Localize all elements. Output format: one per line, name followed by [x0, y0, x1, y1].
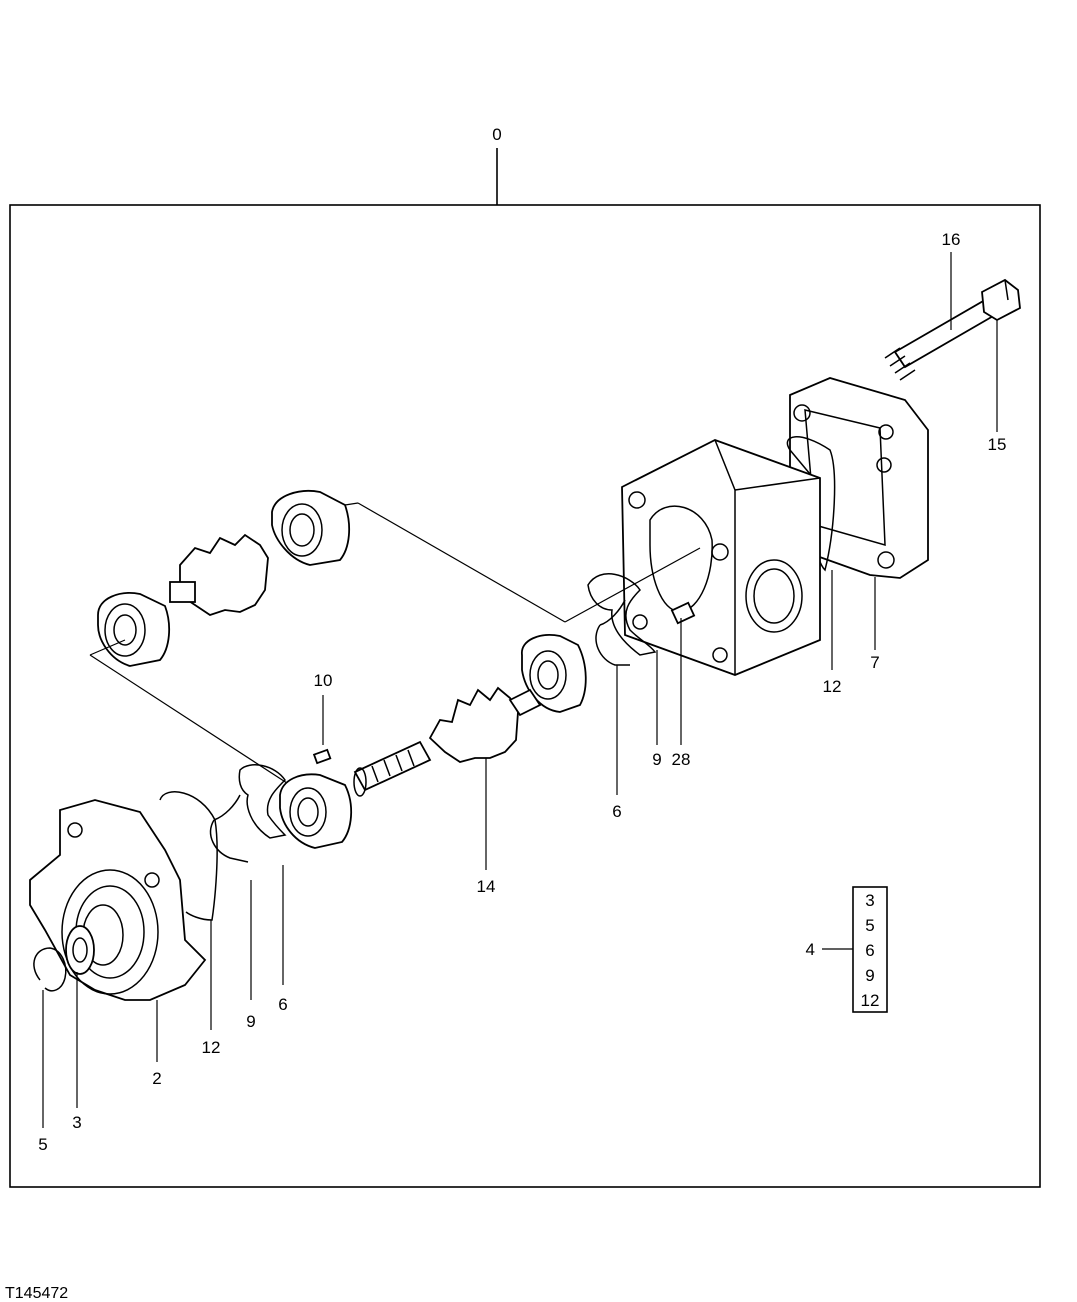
callout-9-left: 9	[246, 1012, 255, 1031]
drive-gear-shaft	[353, 686, 542, 797]
gasket-6-left	[209, 794, 249, 863]
end-cover	[789, 377, 929, 579]
bolt	[884, 278, 1021, 381]
callout-6-right: 6	[612, 802, 621, 821]
kit-item-9: 9	[865, 966, 874, 985]
gasket-9-left	[238, 764, 287, 839]
callout-12-left: 12	[202, 1038, 221, 1057]
snap-ring	[33, 947, 67, 992]
alignment-line-lower-a	[89, 654, 291, 786]
callout-14: 14	[477, 877, 496, 896]
alignment-line-diagonal-upper	[357, 502, 566, 623]
callout-7: 7	[870, 653, 879, 672]
idler-gear-assembly	[97, 490, 351, 667]
front-cover	[29, 799, 207, 1001]
seal-ring-left	[159, 791, 218, 921]
callout-0: 0	[492, 125, 501, 144]
kit-item-6: 6	[865, 941, 874, 960]
callout-10: 10	[314, 671, 333, 690]
pump-body	[621, 439, 821, 676]
callout-28: 28	[672, 750, 691, 769]
callout-2: 2	[152, 1069, 161, 1088]
alignment-line-lower-b	[89, 639, 126, 656]
callout-4: 4	[806, 940, 815, 959]
bushing-block-left	[279, 773, 352, 849]
gasket-6-right	[595, 599, 630, 666]
assembly-frame	[9, 204, 1041, 1188]
diagram-id: T145472	[5, 1285, 68, 1302]
callout-12-right: 12	[823, 677, 842, 696]
key	[312, 748, 332, 765]
callout-3: 3	[72, 1113, 81, 1132]
alignment-line-upper	[344, 502, 359, 506]
callout-9-right: 9	[652, 750, 661, 769]
kit-item-3: 3	[865, 891, 874, 910]
callout-15: 15	[988, 435, 1007, 454]
oil-seal	[65, 925, 95, 975]
kit-item-5: 5	[865, 916, 874, 935]
alignment-line-to-body	[564, 547, 701, 623]
dowel-pin	[670, 601, 696, 625]
callout-5: 5	[38, 1135, 47, 1154]
callout-6-left: 6	[278, 995, 287, 1014]
kit-item-12: 12	[861, 991, 880, 1010]
callout-16: 16	[942, 230, 961, 249]
